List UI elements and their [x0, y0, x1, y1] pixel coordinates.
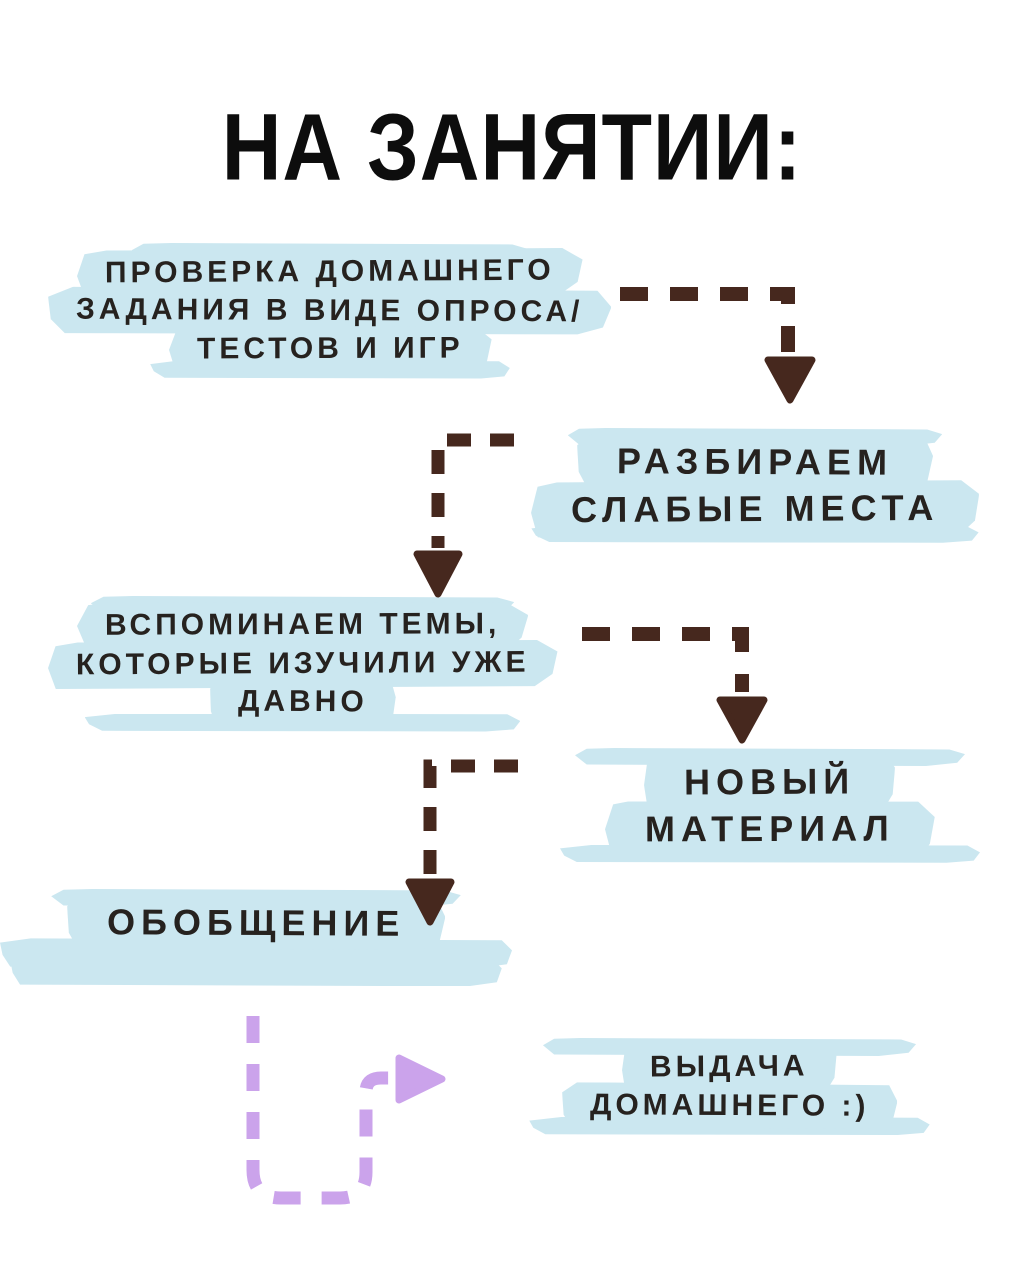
- dashed-arrow-right-down-icon: [620, 287, 816, 404]
- step-line: МАТЕРИАЛ: [605, 801, 935, 858]
- step-recall-topics: ВСПОМИНАЕМ ТЕМЫ, КОТОРЫЕ ИЗУЧИЛИ УЖЕ ДАВ…: [0, 596, 605, 732]
- step-homework-check: ПРОВЕРКА ДОМАШНЕГО ЗАДАНИЯ В ВИДЕ ОПРОСА…: [20, 243, 640, 379]
- step-summary: ОБОБЩЕНИЕ: [0, 889, 512, 987]
- step-homework-assign: ВЫДАЧА ДОМАШНЕГО :): [502, 1038, 957, 1135]
- brush-stroke: [10, 956, 502, 987]
- page-title: НА ЗАНЯТИИ:: [221, 93, 803, 200]
- step-weak-spots: РАЗБИРАЕМ СЛАБЫЕ МЕСТА: [495, 428, 1015, 543]
- step-line: ДАВНО: [210, 679, 396, 726]
- dashed-arrow-right-down-icon: [582, 627, 768, 744]
- dashed-arrow-u-turn-right-icon: [246, 1016, 446, 1205]
- step-line: ДОМАШНЕГО :): [562, 1082, 898, 1130]
- step-line: ОБОБЩЕНИЕ: [67, 894, 446, 951]
- step-line: СЛАБЫЕ МЕСТА: [531, 480, 980, 538]
- step-new-material: НОВЫЙ МАТЕРИАЛ: [520, 748, 1020, 863]
- step-line: ТЕСТОВ И ИГР: [169, 325, 492, 373]
